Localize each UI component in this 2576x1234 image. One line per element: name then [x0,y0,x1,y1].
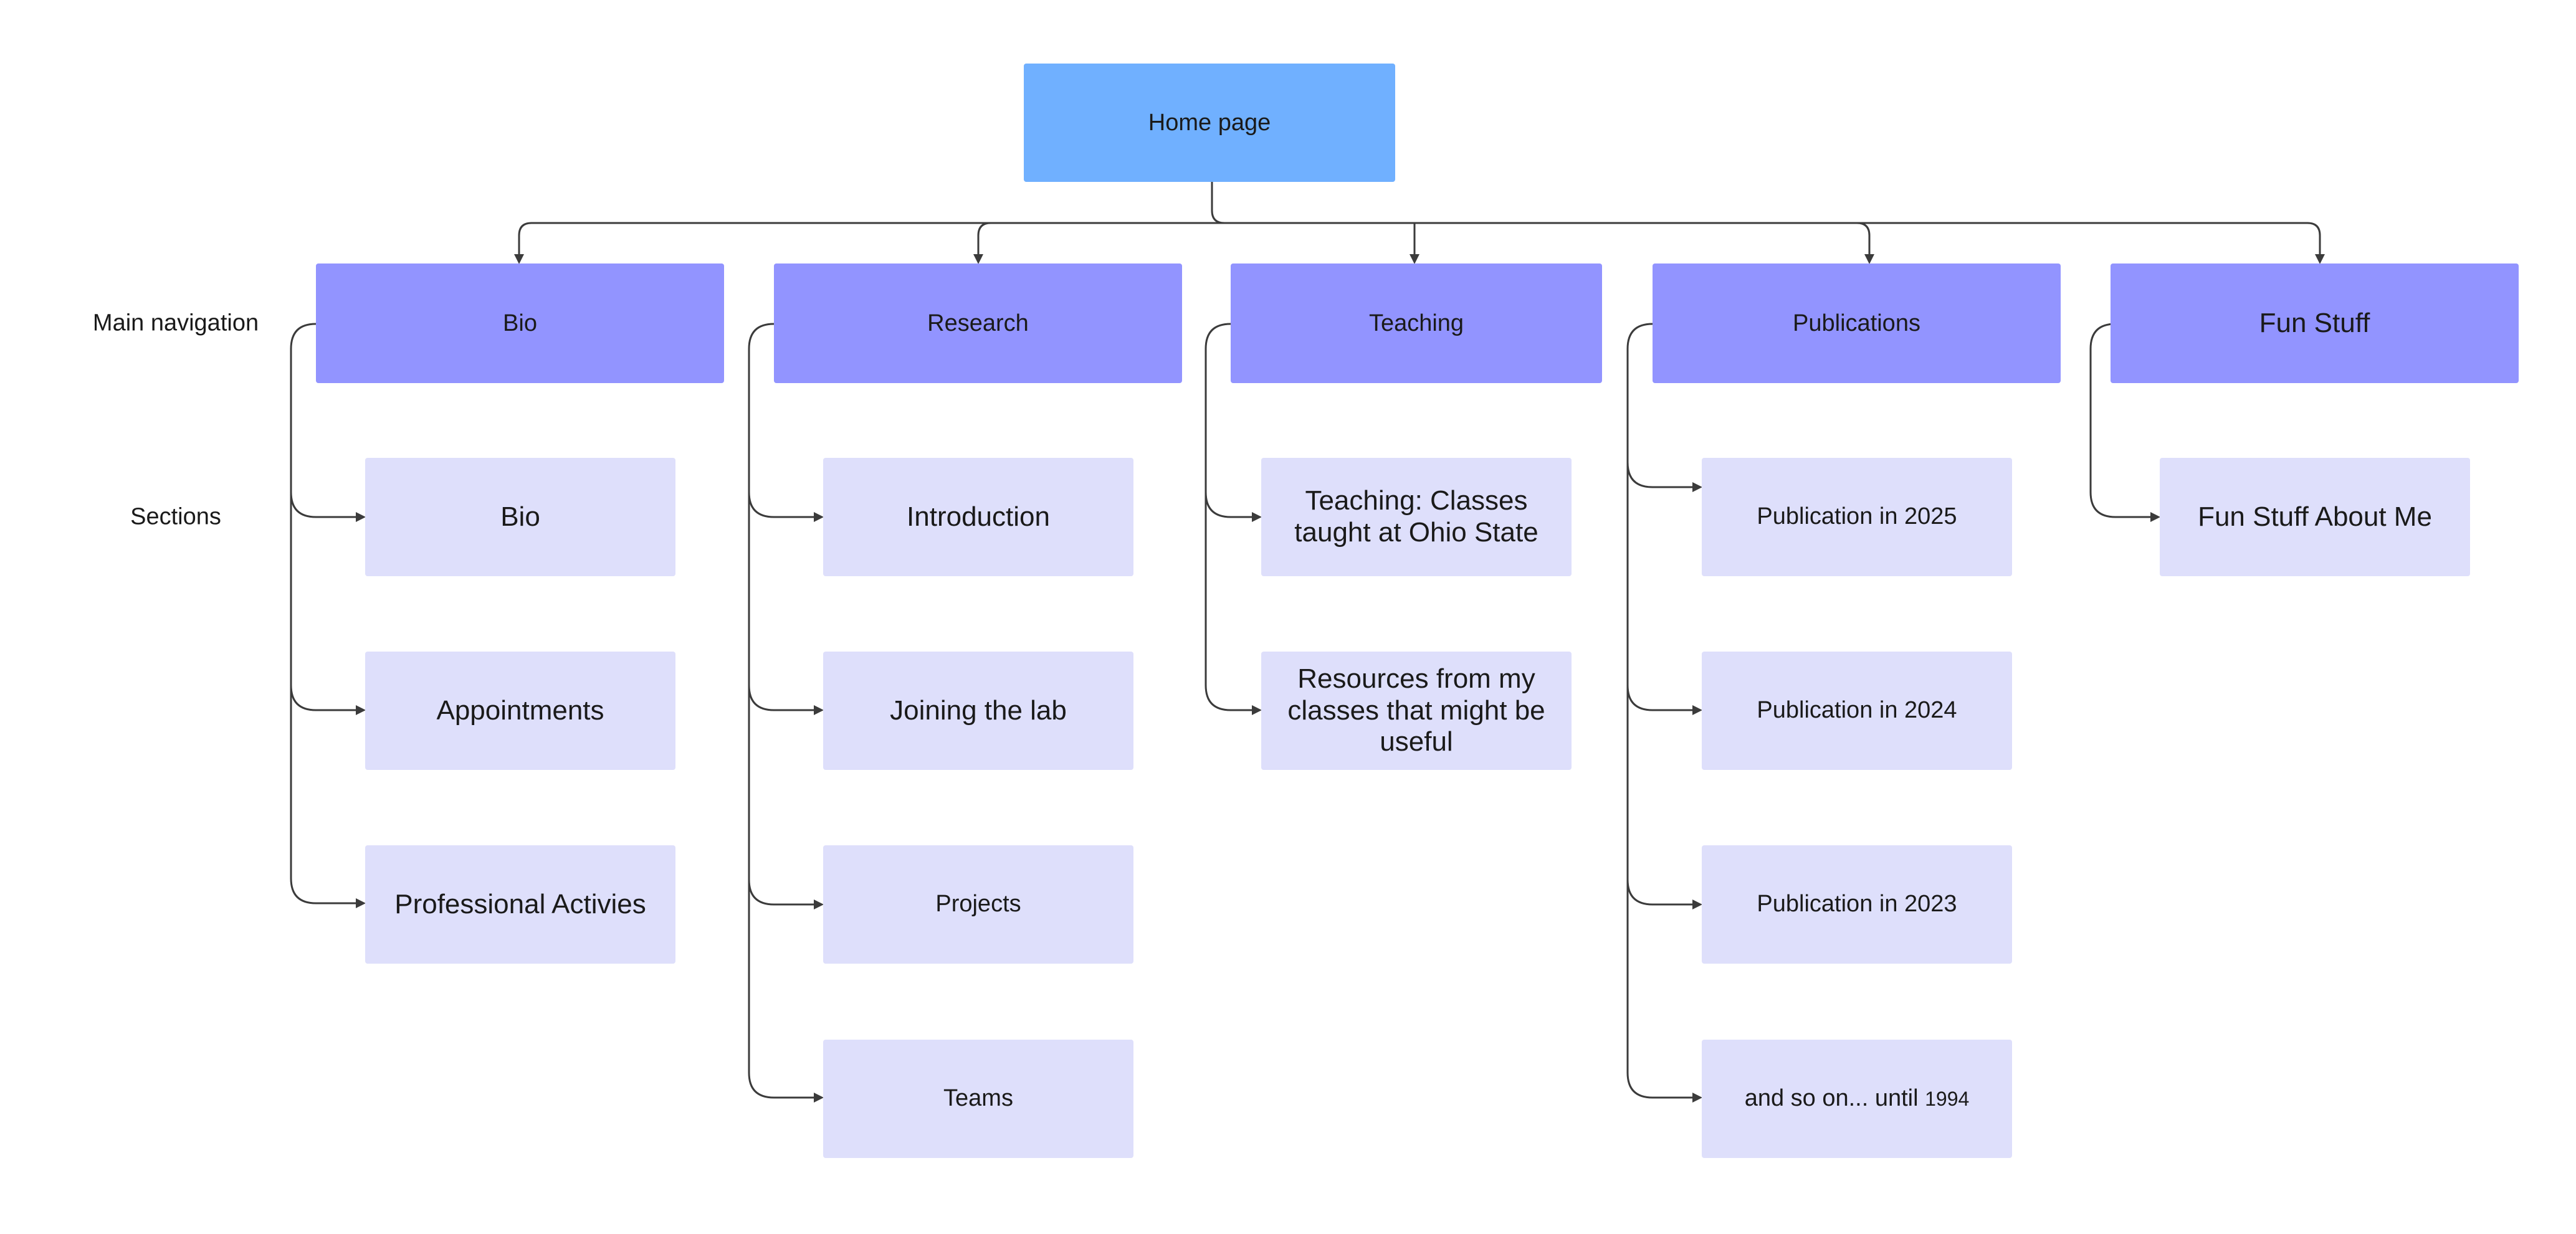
section-node-projects[interactable]: Projects [823,845,1133,964]
section-node-professional-activies[interactable]: Professional Activies [365,845,675,964]
arrowhead-teaching [1410,254,1419,264]
section-label: Introduction [907,501,1050,532]
arrowhead-publications [1864,254,1874,264]
nav-node-publications[interactable]: Publications [1653,263,2061,383]
nav-label-bio: Bio [503,310,537,336]
nav-node-fun-stuff[interactable]: Fun Stuff [2111,263,2519,383]
connector-fun-stuff-trunk [2089,323,2150,518]
connector-publications-1 [1626,462,1692,488]
section-node-teams[interactable]: Teams [823,1040,1133,1158]
nav-node-bio[interactable]: Bio [316,263,724,383]
arrowhead-fun-stuff [2315,254,2325,264]
nav-label-teaching: Teaching [1368,310,1464,336]
connector-home-stem [1211,182,1225,224]
home-page-label: Home page [1148,109,1271,136]
row-label-main-navigation: Main navigation [92,310,259,336]
connector-home-to-bio [518,222,532,254]
section-node-appointments[interactable]: Appointments [365,652,675,770]
section-node-fun-stuff-about-me[interactable]: Fun Stuff About Me [2160,458,2470,576]
section-label: Fun Stuff About Me [2198,501,2432,532]
section-node-introduction[interactable]: Introduction [823,458,1133,576]
connector-bio-2 [290,685,356,711]
connector-publications-trunk [1626,323,1692,1099]
section-node-publication-2025[interactable]: Publication in 2025 [1702,458,2012,576]
connector-research-3 [748,879,814,906]
section-label: Publication in 2024 [1757,697,1957,724]
older-year: 1994 [1925,1088,1970,1111]
connector-research-2 [748,685,814,711]
section-label: Teams [943,1085,1013,1112]
connector-home-to-research [977,222,991,254]
section-label: Publication in 2025 [1757,503,1957,530]
section-node-publications-older[interactable]: and so on... until 1994 [1702,1040,2012,1158]
section-label: Professional Activies [394,888,646,919]
arrowhead-bio [514,254,524,264]
nav-label-research: Research [927,310,1029,336]
section-label: Publication in 2023 [1757,891,1957,918]
connector-teaching-1 [1205,491,1252,518]
section-label: Appointments [436,695,604,726]
older-prefix: and so on... until [1744,1085,1919,1112]
connector-publications-2 [1626,685,1692,711]
connector-research-trunk [748,323,814,1099]
nav-node-teaching[interactable]: Teaching [1231,263,1602,383]
section-node-publication-2024[interactable]: Publication in 2024 [1702,652,2012,770]
arrowhead-research [973,254,983,264]
home-page-node[interactable]: Home page [1024,64,1395,182]
connector-bio-1 [290,491,356,518]
section-node-joining-the-lab[interactable]: Joining the lab [823,652,1133,770]
connector-teaching-trunk [1205,323,1252,711]
connector-bio-trunk [290,323,356,904]
section-label: Resources from my classes that might be … [1287,663,1545,757]
section-label: Bio [500,501,540,532]
section-label: Teaching: Classes taught at Ohio State [1294,485,1538,548]
nav-node-research[interactable]: Research [774,263,1182,383]
connector-research-1 [748,491,814,518]
section-node-teaching-classes[interactable]: Teaching: Classes taught at Ohio State [1261,458,1572,576]
connector-home-to-publications [1856,222,1871,254]
section-node-bio[interactable]: Bio [365,458,675,576]
section-node-publication-2023[interactable]: Publication in 2023 [1702,845,2012,964]
row-label-sections: Sections [130,503,221,530]
section-label-older: and so on... until 1994 [1745,1085,1970,1113]
connector-publications-3 [1626,879,1692,906]
connector-home-to-fun-stuff [2307,222,2321,254]
nav-label-publications: Publications [1793,310,1920,336]
section-label: Projects [935,891,1021,918]
nav-label-fun-stuff: Fun Stuff [2259,308,2370,338]
section-node-teaching-resources[interactable]: Resources from my classes that might be … [1261,652,1572,770]
section-label: Joining the lab [890,695,1067,726]
